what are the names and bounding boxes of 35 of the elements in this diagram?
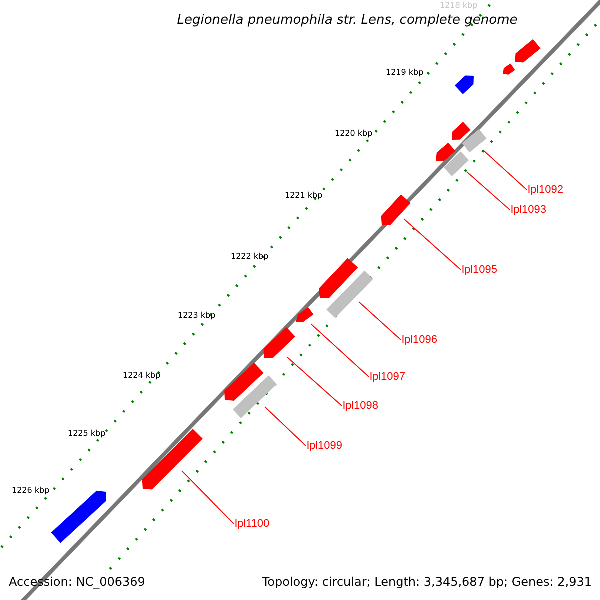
leader-line — [482, 150, 528, 190]
scale-label: 1224 kbp — [123, 371, 161, 381]
scale-label: 1221 kbp — [285, 191, 323, 201]
leader-line — [358, 302, 402, 340]
gene-label: lpl1096 — [402, 334, 438, 346]
scale-label: 1222 kbp — [231, 252, 269, 262]
gene-label: lpl1093 — [511, 204, 546, 216]
accession-text: Accession: NC_006369 — [9, 575, 146, 589]
leader-line — [404, 218, 462, 270]
scale-label: 1223 kbp — [178, 311, 216, 321]
leader-line — [264, 406, 306, 446]
gene-label: lpl1092 — [528, 184, 564, 196]
gene-label: lpl1099 — [307, 440, 342, 452]
gene-segment — [264, 327, 296, 358]
gene-bar — [462, 129, 487, 153]
gene-bar — [326, 270, 374, 318]
scale-label: 1220 kbp — [335, 129, 373, 139]
scale-label: 1225 kbp — [68, 429, 106, 439]
leader-line — [286, 356, 342, 406]
gene-label: lpl1095 — [462, 264, 498, 276]
gene-segment — [142, 429, 203, 490]
gene-label: lpl1097 — [370, 371, 406, 383]
gene-bar — [444, 152, 470, 176]
leader-line — [310, 324, 370, 378]
gene-bar — [232, 376, 278, 418]
gene-segment — [381, 194, 411, 225]
leader-line — [466, 172, 510, 210]
gene-label: lpl1098 — [343, 400, 378, 412]
title: Legionella pneumophila str. Lens, complete genome — [176, 13, 519, 28]
gene-segment — [296, 307, 314, 322]
scale-label: 1226 kbp — [12, 486, 50, 496]
genome-info-text: Topology: circular; Length: 3,345,687 bp; Genes: 2,931 — [262, 575, 592, 589]
scale-label: 1219 kbp — [386, 68, 424, 78]
gene-label: lpl1100 — [235, 518, 270, 530]
leader-line — [182, 470, 234, 524]
